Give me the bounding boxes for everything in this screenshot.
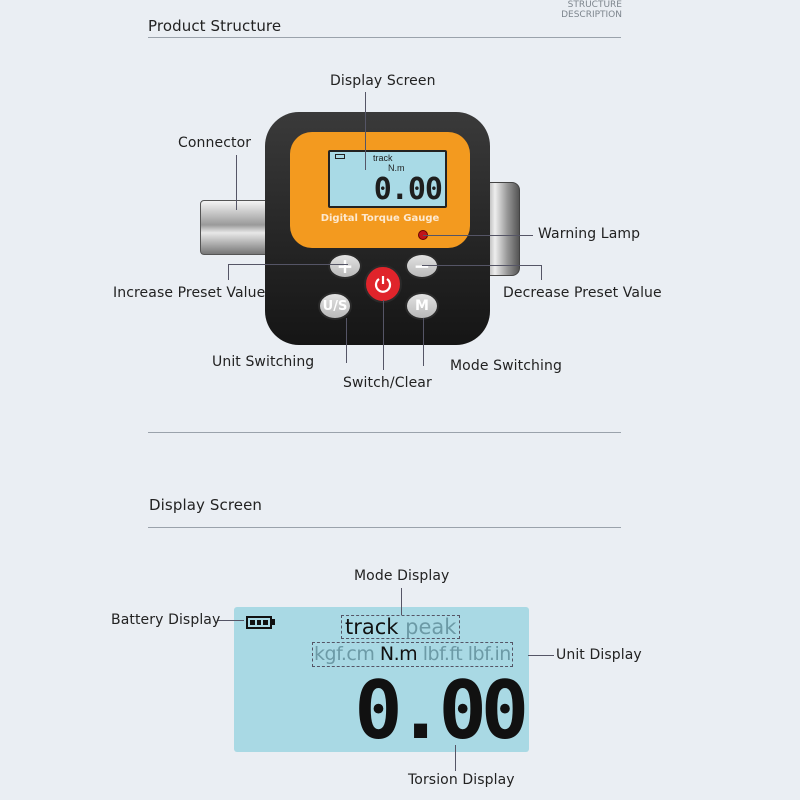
- lcd-value: 0.00: [373, 172, 443, 207]
- unit-n-m: N.m: [379, 643, 418, 665]
- unit-lbf-in: lbf.in: [467, 643, 512, 665]
- small-lcd: track N.m 0.00: [328, 150, 447, 208]
- mode-peak: peak: [405, 615, 457, 639]
- corner-caption: STRUCTURE DESCRIPTION: [561, 0, 622, 20]
- leader-line: [228, 264, 229, 280]
- lcd-unit-text: N.m: [388, 163, 405, 173]
- label-mode-switching: Mode Switching: [450, 358, 562, 374]
- increase-button[interactable]: +: [328, 253, 362, 279]
- unit-kgf-cm: kgf.cm: [314, 643, 375, 665]
- divider: [148, 527, 621, 528]
- lcd-display-large: track peak kgf.cm N.m lbf.ft lbf.in 0.00: [234, 607, 529, 752]
- mode-display: track peak: [341, 615, 461, 639]
- unit-switch-button[interactable]: U/S: [318, 292, 352, 320]
- label-unit-switching: Unit Switching: [212, 354, 315, 370]
- label-switch-clear: Switch/Clear: [343, 375, 432, 391]
- power-button[interactable]: [364, 265, 402, 303]
- label-battery-display: Battery Display: [111, 612, 221, 628]
- leader-line: [346, 318, 347, 363]
- corner-caption-line1: STRUCTURE: [567, 0, 622, 10]
- leader-line: [423, 318, 424, 366]
- label-connector: Connector: [178, 135, 252, 151]
- leader-line: [218, 620, 244, 621]
- leader-line: [541, 265, 542, 280]
- label-unit-display: Unit Display: [556, 647, 642, 663]
- battery-icon: [246, 616, 272, 629]
- leader-line: [423, 235, 533, 236]
- brand-text: Digital Torque Gauge: [320, 213, 440, 224]
- leader-line: [365, 92, 366, 170]
- label-warning-lamp: Warning Lamp: [538, 226, 641, 242]
- divider: [148, 37, 621, 38]
- label-increase-preset: Increase Preset Value: [113, 285, 266, 301]
- unit-display: kgf.cm N.m lbf.ft lbf.in: [312, 642, 513, 667]
- leader-line: [401, 588, 402, 615]
- divider: [148, 432, 621, 433]
- label-mode-display: Mode Display: [354, 568, 450, 584]
- leader-line: [528, 655, 554, 656]
- lcd-mode-text: track: [373, 153, 393, 163]
- leader-line: [236, 155, 237, 210]
- leader-line: [455, 745, 456, 771]
- unit-lbf-ft: lbf.ft: [422, 643, 463, 665]
- label-torsion-display: Torsion Display: [408, 772, 515, 788]
- battery-icon: [335, 154, 345, 159]
- mode-switch-button[interactable]: M: [405, 292, 439, 320]
- section-title-display-screen: Display Screen: [149, 496, 263, 514]
- leader-line: [228, 264, 348, 265]
- leader-line: [383, 300, 384, 370]
- label-display-screen: Display Screen: [330, 73, 436, 89]
- decrease-button[interactable]: −: [405, 253, 439, 279]
- corner-caption-line2: DESCRIPTION: [561, 10, 622, 20]
- label-decrease-preset: Decrease Preset Value: [503, 285, 662, 301]
- leader-line: [422, 265, 542, 266]
- mode-track: track: [345, 615, 399, 639]
- torsion-value: 0.00: [354, 664, 529, 757]
- battery-tip: [272, 619, 275, 625]
- section-title-product-structure: Product Structure: [148, 17, 282, 35]
- power-icon: [374, 276, 392, 293]
